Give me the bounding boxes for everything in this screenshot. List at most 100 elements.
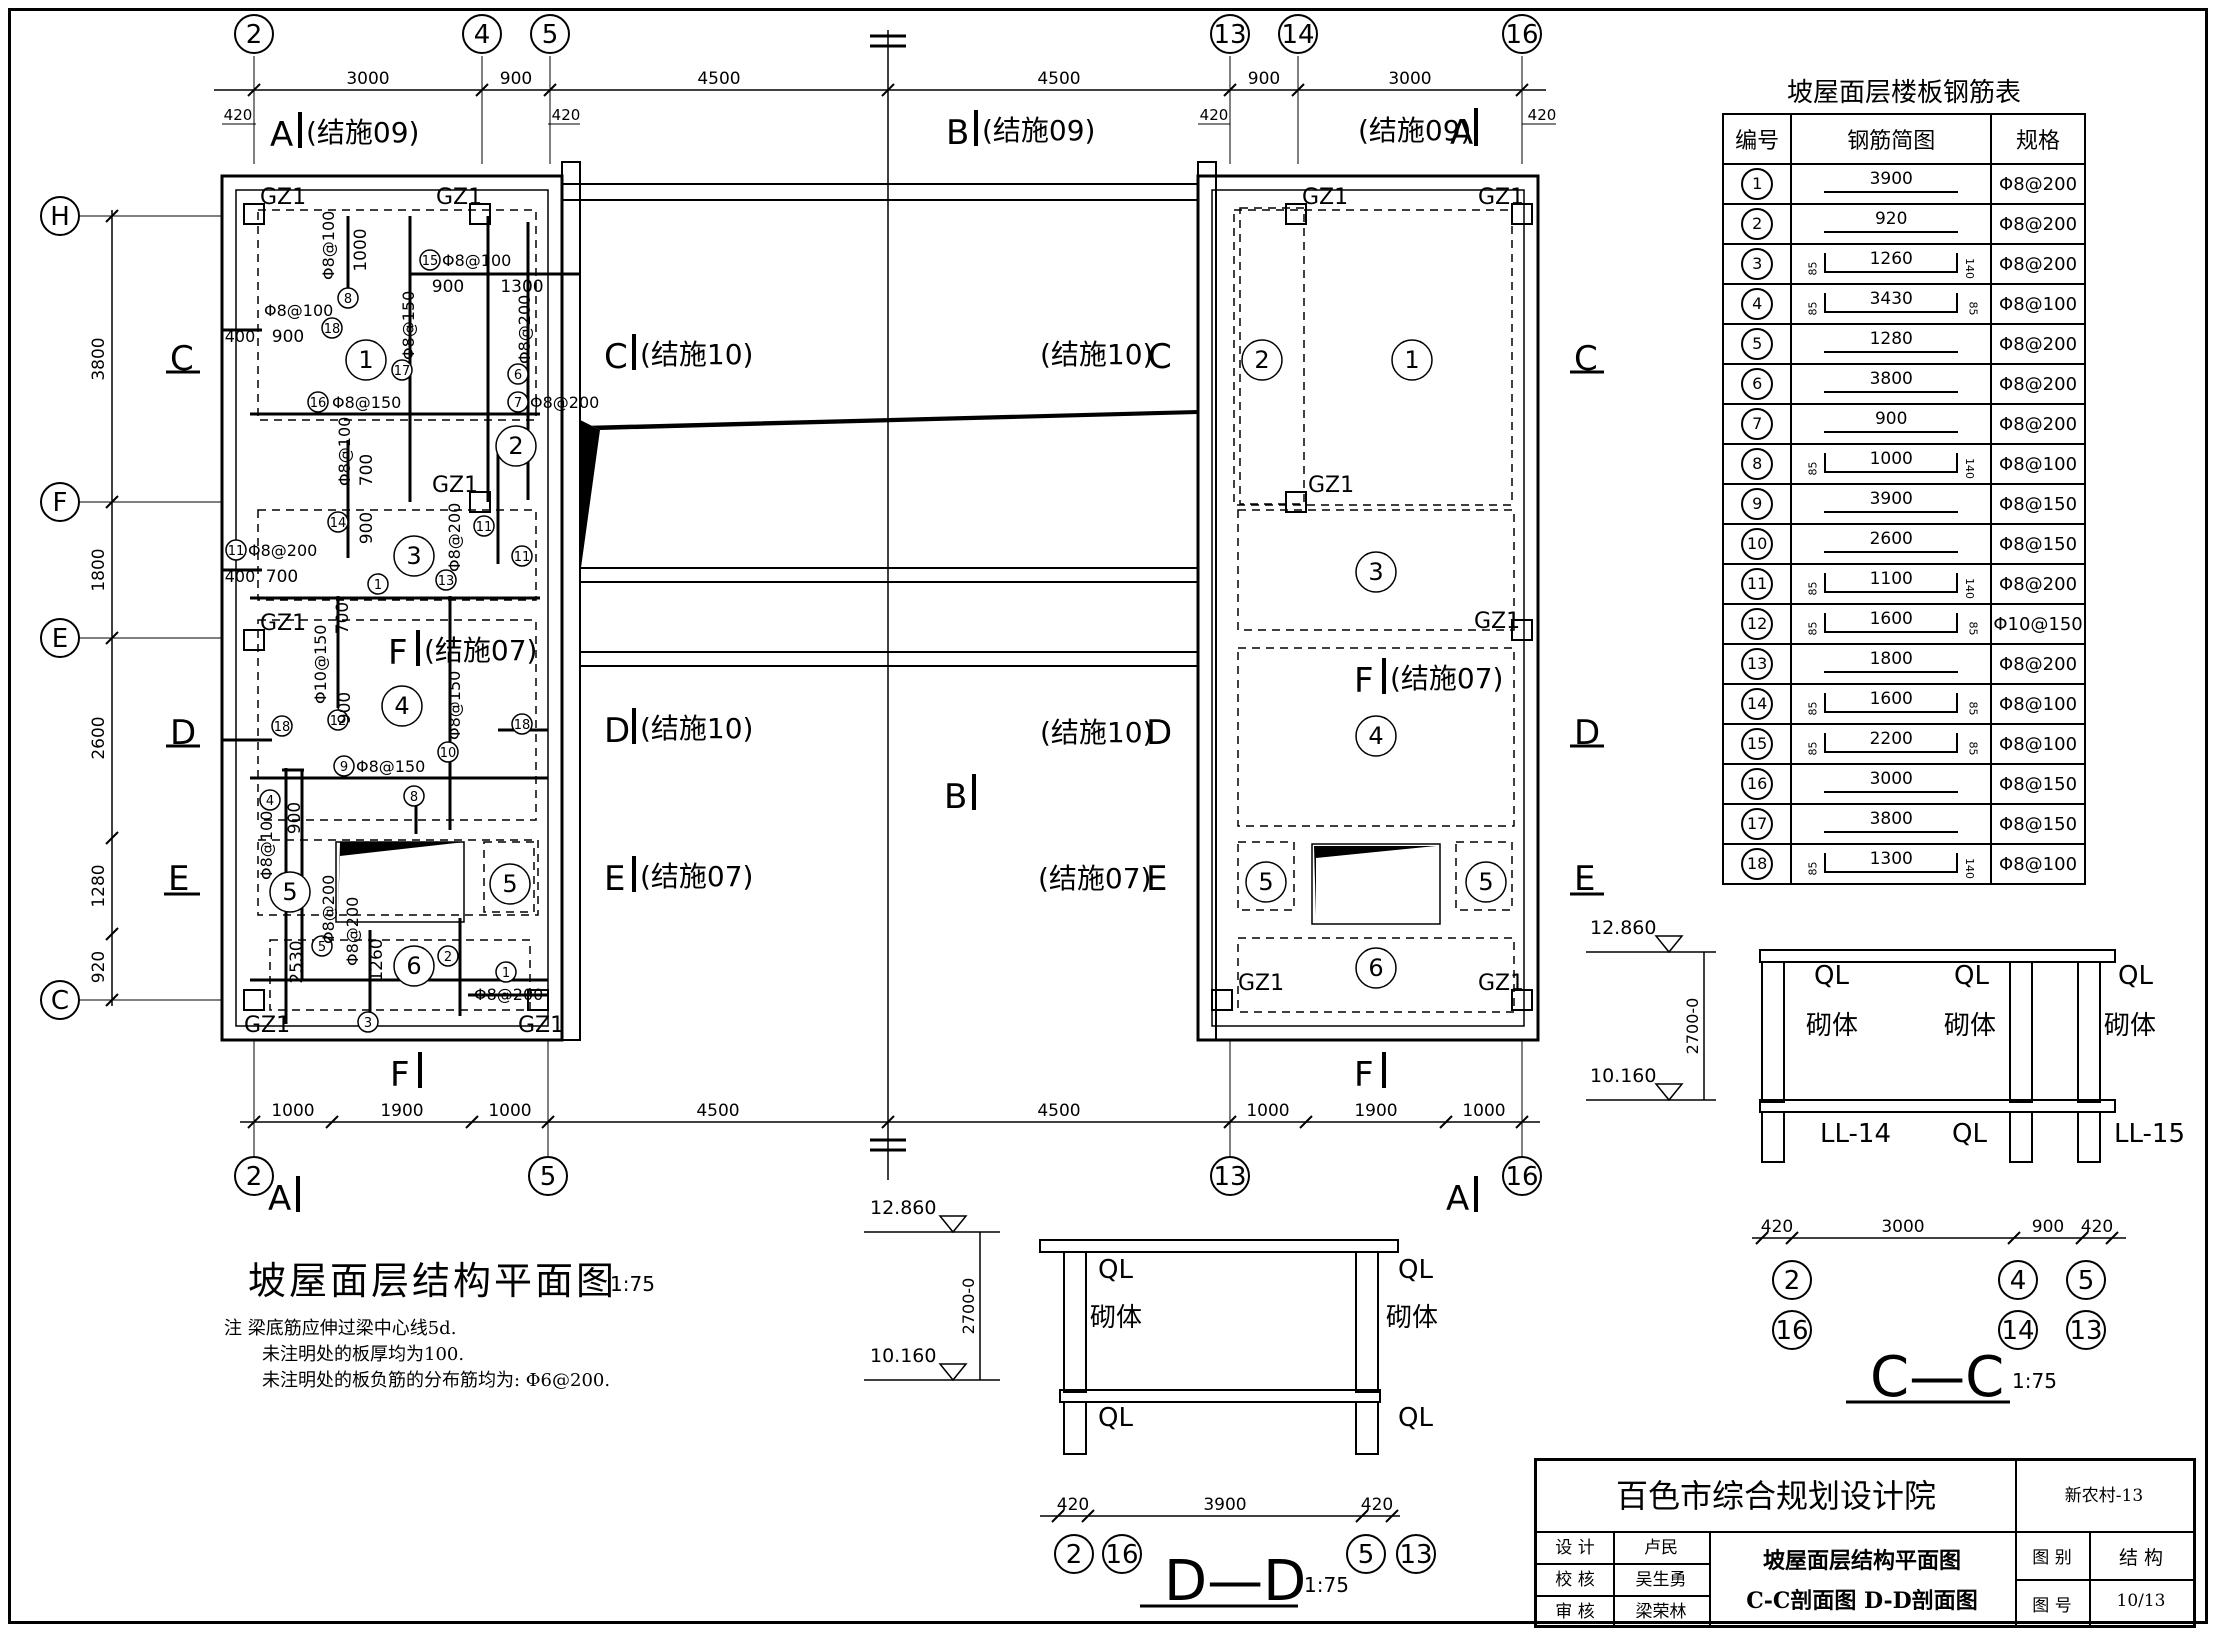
title-block: 百色市综合规划设计院 新农村-13 设 计 校 核 审 核 卢民 吴生勇 梁荣林… bbox=[1534, 1458, 2196, 1628]
dim-bottom: 1900 bbox=[380, 1101, 423, 1121]
hook-length: 85 bbox=[1966, 301, 1980, 316]
section-letter: D bbox=[1146, 713, 1172, 753]
dim-bottom: 1000 bbox=[488, 1101, 531, 1121]
svg-text:16: 16 bbox=[1775, 1316, 1808, 1346]
column-label: GZ1 bbox=[260, 185, 306, 210]
rebar-marker: 11 bbox=[473, 515, 495, 537]
hook-length: 85 bbox=[1806, 581, 1820, 596]
rebar-number: 18 bbox=[1721, 843, 1793, 885]
section-ref: (结施10) bbox=[640, 338, 753, 371]
section-mark: A bbox=[1446, 1176, 1478, 1219]
rebar-shape: 1800 bbox=[1790, 643, 1993, 685]
axis-bubble-bottom: 2 bbox=[234, 1156, 274, 1196]
section-letter: B bbox=[944, 777, 967, 817]
column-label: GZ1 bbox=[244, 1013, 290, 1038]
rebar-number-bubble: 15 bbox=[1741, 728, 1774, 760]
rebar-spec: Φ8@100 bbox=[257, 811, 276, 880]
section-letter: C bbox=[170, 339, 194, 379]
dim-top: 900 bbox=[1248, 69, 1280, 89]
role-review: 审 核 bbox=[1555, 1602, 1595, 1622]
column-label: GZ1 bbox=[260, 611, 306, 636]
hook-length: 140 bbox=[1963, 458, 1977, 479]
rebar-number: 8 bbox=[1721, 443, 1793, 485]
note-line: 注 梁底筋应伸过梁中心线5d. bbox=[224, 1318, 457, 1339]
svg-text:14: 14 bbox=[330, 516, 347, 531]
rebar-number-bubble: 16 bbox=[1741, 768, 1774, 800]
rebar-shape: 3900 bbox=[1790, 483, 1993, 525]
svg-text:2: 2 bbox=[508, 432, 523, 460]
section-dim: 420 bbox=[1057, 1495, 1089, 1515]
dim-top: 3000 bbox=[346, 69, 389, 89]
section-mark: E(结施07) bbox=[604, 856, 753, 899]
rebar-shape: 2600 bbox=[1790, 523, 1993, 565]
rebar-marker: 4 bbox=[259, 789, 281, 811]
plan-scale: 1:75 bbox=[610, 1272, 655, 1296]
svg-text:F: F bbox=[53, 488, 68, 518]
rebar-shape: 3800 bbox=[1790, 363, 1993, 405]
rebar-marker: 6 bbox=[507, 363, 529, 385]
rebar-length: 2200 bbox=[1869, 729, 1913, 749]
rebar-number-bubble: 2 bbox=[1741, 208, 1774, 240]
svg-text:16: 16 bbox=[1505, 20, 1538, 50]
section-label: 砌体 bbox=[2104, 1011, 2156, 1041]
column-label: GZ1 bbox=[518, 1013, 564, 1038]
slab-bubble: 2 bbox=[495, 425, 537, 467]
column-label: GZ1 bbox=[436, 185, 482, 210]
axis-bubble-left: E bbox=[40, 618, 80, 658]
rebar-number-bubble: 8 bbox=[1741, 448, 1774, 480]
rebar-number: 5 bbox=[1721, 323, 1793, 365]
svg-text:11: 11 bbox=[476, 520, 493, 535]
column-label: GZ1 bbox=[1478, 971, 1524, 996]
section-ref: (结施09) bbox=[982, 114, 1095, 147]
rebar-spec: Φ8@200 bbox=[1990, 643, 2086, 685]
section-mark: F (结施07) bbox=[1354, 658, 1503, 701]
section-title: C—C bbox=[1870, 1345, 2004, 1410]
dim-bottom: 4500 bbox=[696, 1101, 739, 1121]
section-label: 砌体 bbox=[1806, 1011, 1858, 1041]
svg-text:4: 4 bbox=[2010, 1266, 2027, 1296]
note-line: 未注明处的板负筋的分布筋均为: Φ6@200. bbox=[262, 1370, 611, 1391]
plan-notes: 注 梁底筋应伸过梁中心线5d. 未注明处的板厚均为100. 未注明处的板负筋的分… bbox=[224, 1316, 610, 1394]
column-label: GZ1 bbox=[1478, 185, 1524, 210]
axis-bubble-left: C bbox=[40, 980, 80, 1020]
column-label: GZ1 bbox=[1308, 473, 1354, 498]
role-design: 设 计 bbox=[1555, 1538, 1595, 1558]
rebar-spec: Φ8@150 bbox=[332, 393, 401, 412]
rebar-spec: Φ8@200 bbox=[1990, 243, 2086, 285]
svg-text:2: 2 bbox=[1784, 1266, 1801, 1296]
col-shape: 钢筋简图 bbox=[1790, 113, 1993, 165]
number-value: 10/13 bbox=[2116, 1591, 2166, 1611]
svg-text:5: 5 bbox=[282, 878, 297, 906]
rebar-shape: 900 bbox=[1790, 403, 1993, 445]
axis-bubble-top: 14 bbox=[1278, 14, 1318, 54]
rebar-number-bubble: 5 bbox=[1741, 328, 1774, 360]
rebar-shape: 3000 bbox=[1790, 763, 1993, 805]
section-mark: C(结施10) bbox=[604, 334, 753, 377]
local-dim: 900 bbox=[272, 327, 304, 347]
svg-text:18: 18 bbox=[514, 718, 531, 733]
rebar-spec: Φ10@150 bbox=[311, 625, 330, 705]
svg-text:3: 3 bbox=[1368, 558, 1383, 586]
section-height: 2700-0 bbox=[959, 1278, 978, 1335]
rebar-number: 4 bbox=[1721, 283, 1793, 325]
section-label: 砌体 bbox=[1386, 1303, 1438, 1333]
section-letter: E bbox=[168, 859, 189, 899]
svg-text:11: 11 bbox=[514, 550, 531, 565]
col-spec: 规格 bbox=[1990, 113, 2086, 165]
section-letter: F bbox=[1354, 661, 1374, 701]
section-ref: (结施07) bbox=[1390, 662, 1503, 695]
svg-text:16: 16 bbox=[1505, 1162, 1538, 1192]
rebar-spec: Φ8@100 bbox=[1990, 683, 2086, 725]
axis-bubble: 16 bbox=[1772, 1310, 1812, 1350]
svg-text:14: 14 bbox=[2001, 1316, 2034, 1346]
rebar-number-bubble: 17 bbox=[1741, 808, 1774, 840]
rebar-marker: 18 bbox=[511, 713, 533, 735]
